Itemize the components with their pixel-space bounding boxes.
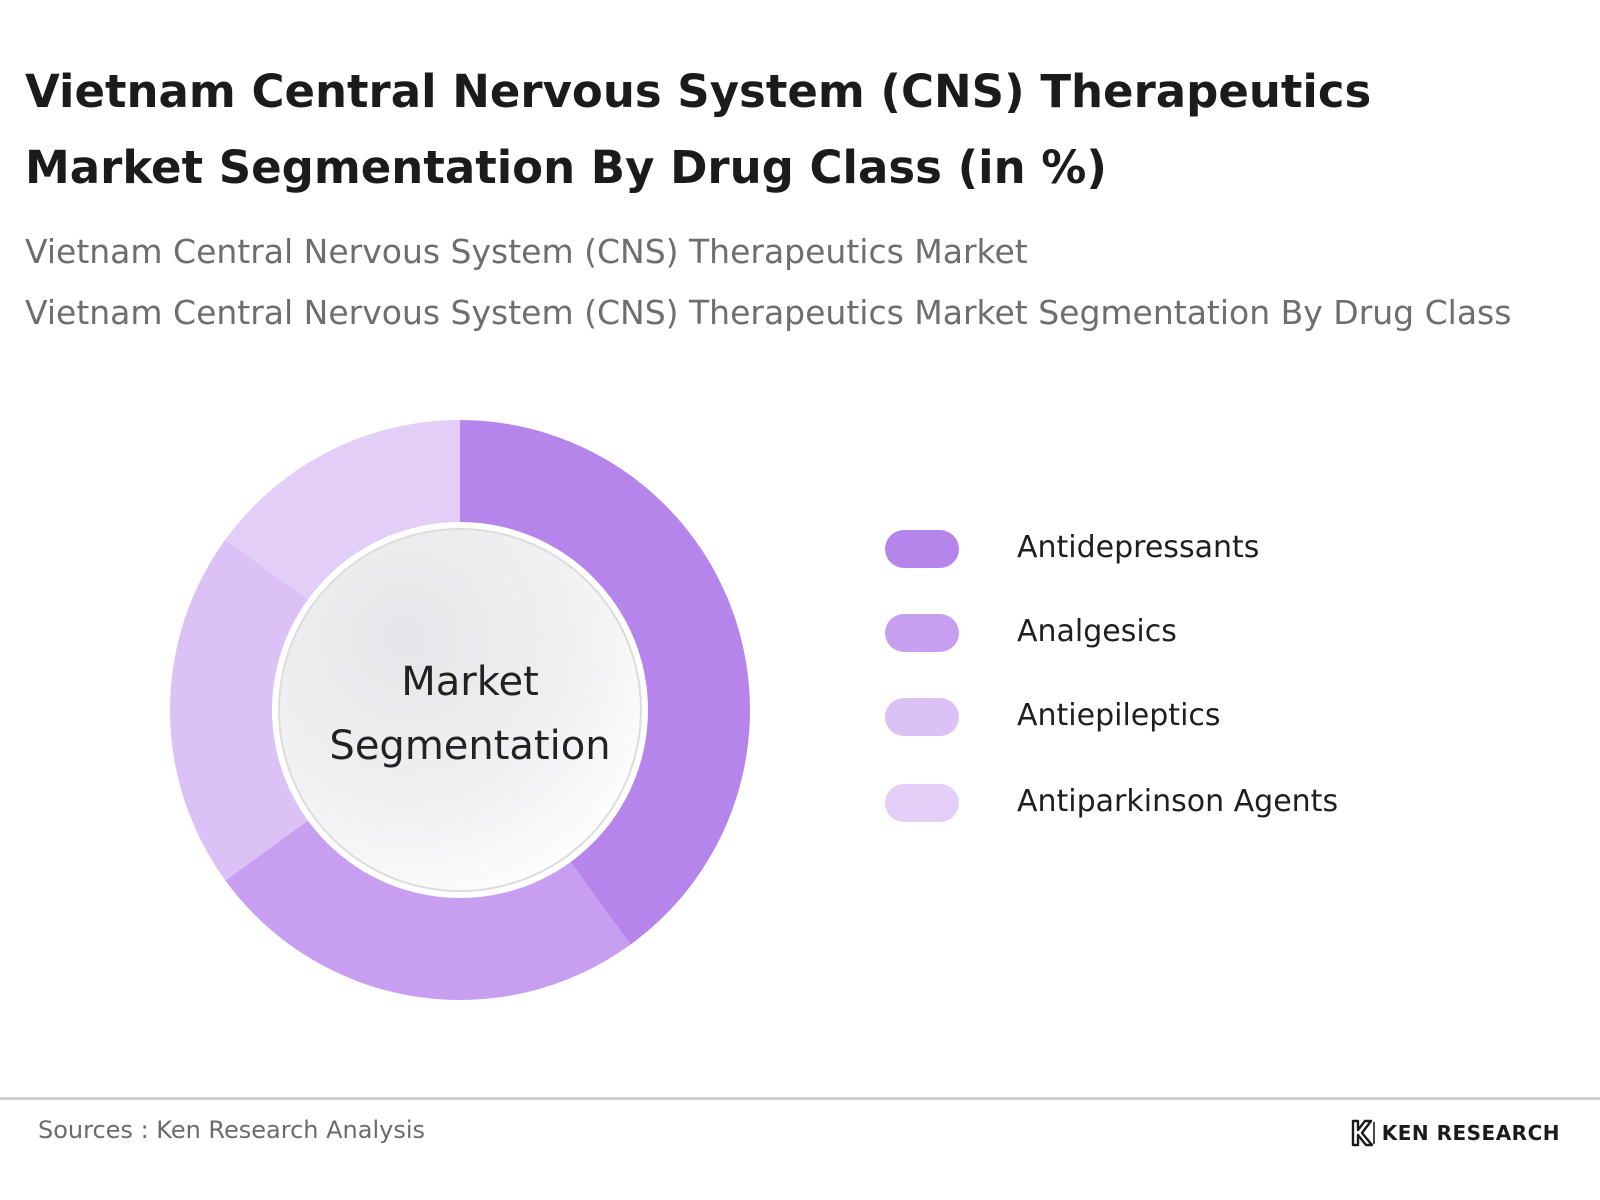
- legend-swatch-analgesics: [885, 614, 959, 652]
- legend-item-antiparkinson-agents: Antiparkinson Agents: [885, 782, 1485, 822]
- footer-divider: [0, 1097, 1600, 1100]
- center-label-line1: Market: [401, 659, 539, 705]
- slice-antiparkinson-agents: [225, 420, 460, 601]
- slice-antidepressants: [460, 420, 751, 945]
- legend-swatch-antidepressants: [885, 530, 959, 568]
- subtitle-segmentation: Vietnam Central Nervous System (CNS) The…: [25, 293, 1512, 332]
- legend-label-antidepressants: Antidepressants: [1017, 530, 1260, 565]
- slice-analgesics: [225, 819, 631, 1000]
- brand-logo: KEN RESEARCH: [1350, 1118, 1560, 1148]
- donut-center-disc: [278, 528, 642, 892]
- legend-swatch-antiepileptics: [885, 698, 959, 736]
- chart-title: Vietnam Central Nervous System (CNS) The…: [25, 65, 1372, 194]
- legend-item-antidepressants: Antidepressants: [885, 528, 1485, 568]
- sources-note: Sources : Ken Research Analysis: [38, 1116, 426, 1144]
- brand-name: KEN RESEARCH: [1381, 1121, 1560, 1145]
- center-label-line2: Segmentation: [329, 723, 611, 769]
- legend-swatch-antiparkinson-agents: [885, 784, 959, 822]
- legend-item-analgesics: Analgesics: [885, 612, 1485, 652]
- slice-antiepileptics: [169, 539, 310, 881]
- subtitle-market: Vietnam Central Nervous System (CNS) The…: [25, 232, 1028, 271]
- ken-research-k-icon: [1351, 1119, 1375, 1147]
- legend-label-analgesics: Analgesics: [1017, 614, 1177, 649]
- legend-item-antiepileptics: Antiepileptics: [885, 696, 1485, 736]
- legend-label-antiepileptics: Antiepileptics: [1017, 698, 1221, 733]
- legend-label-antiparkinson-agents: Antiparkinson Agents: [1017, 784, 1339, 819]
- donut-chart: [169, 420, 751, 1000]
- donut-center-label: Market Segmentation: [290, 650, 650, 778]
